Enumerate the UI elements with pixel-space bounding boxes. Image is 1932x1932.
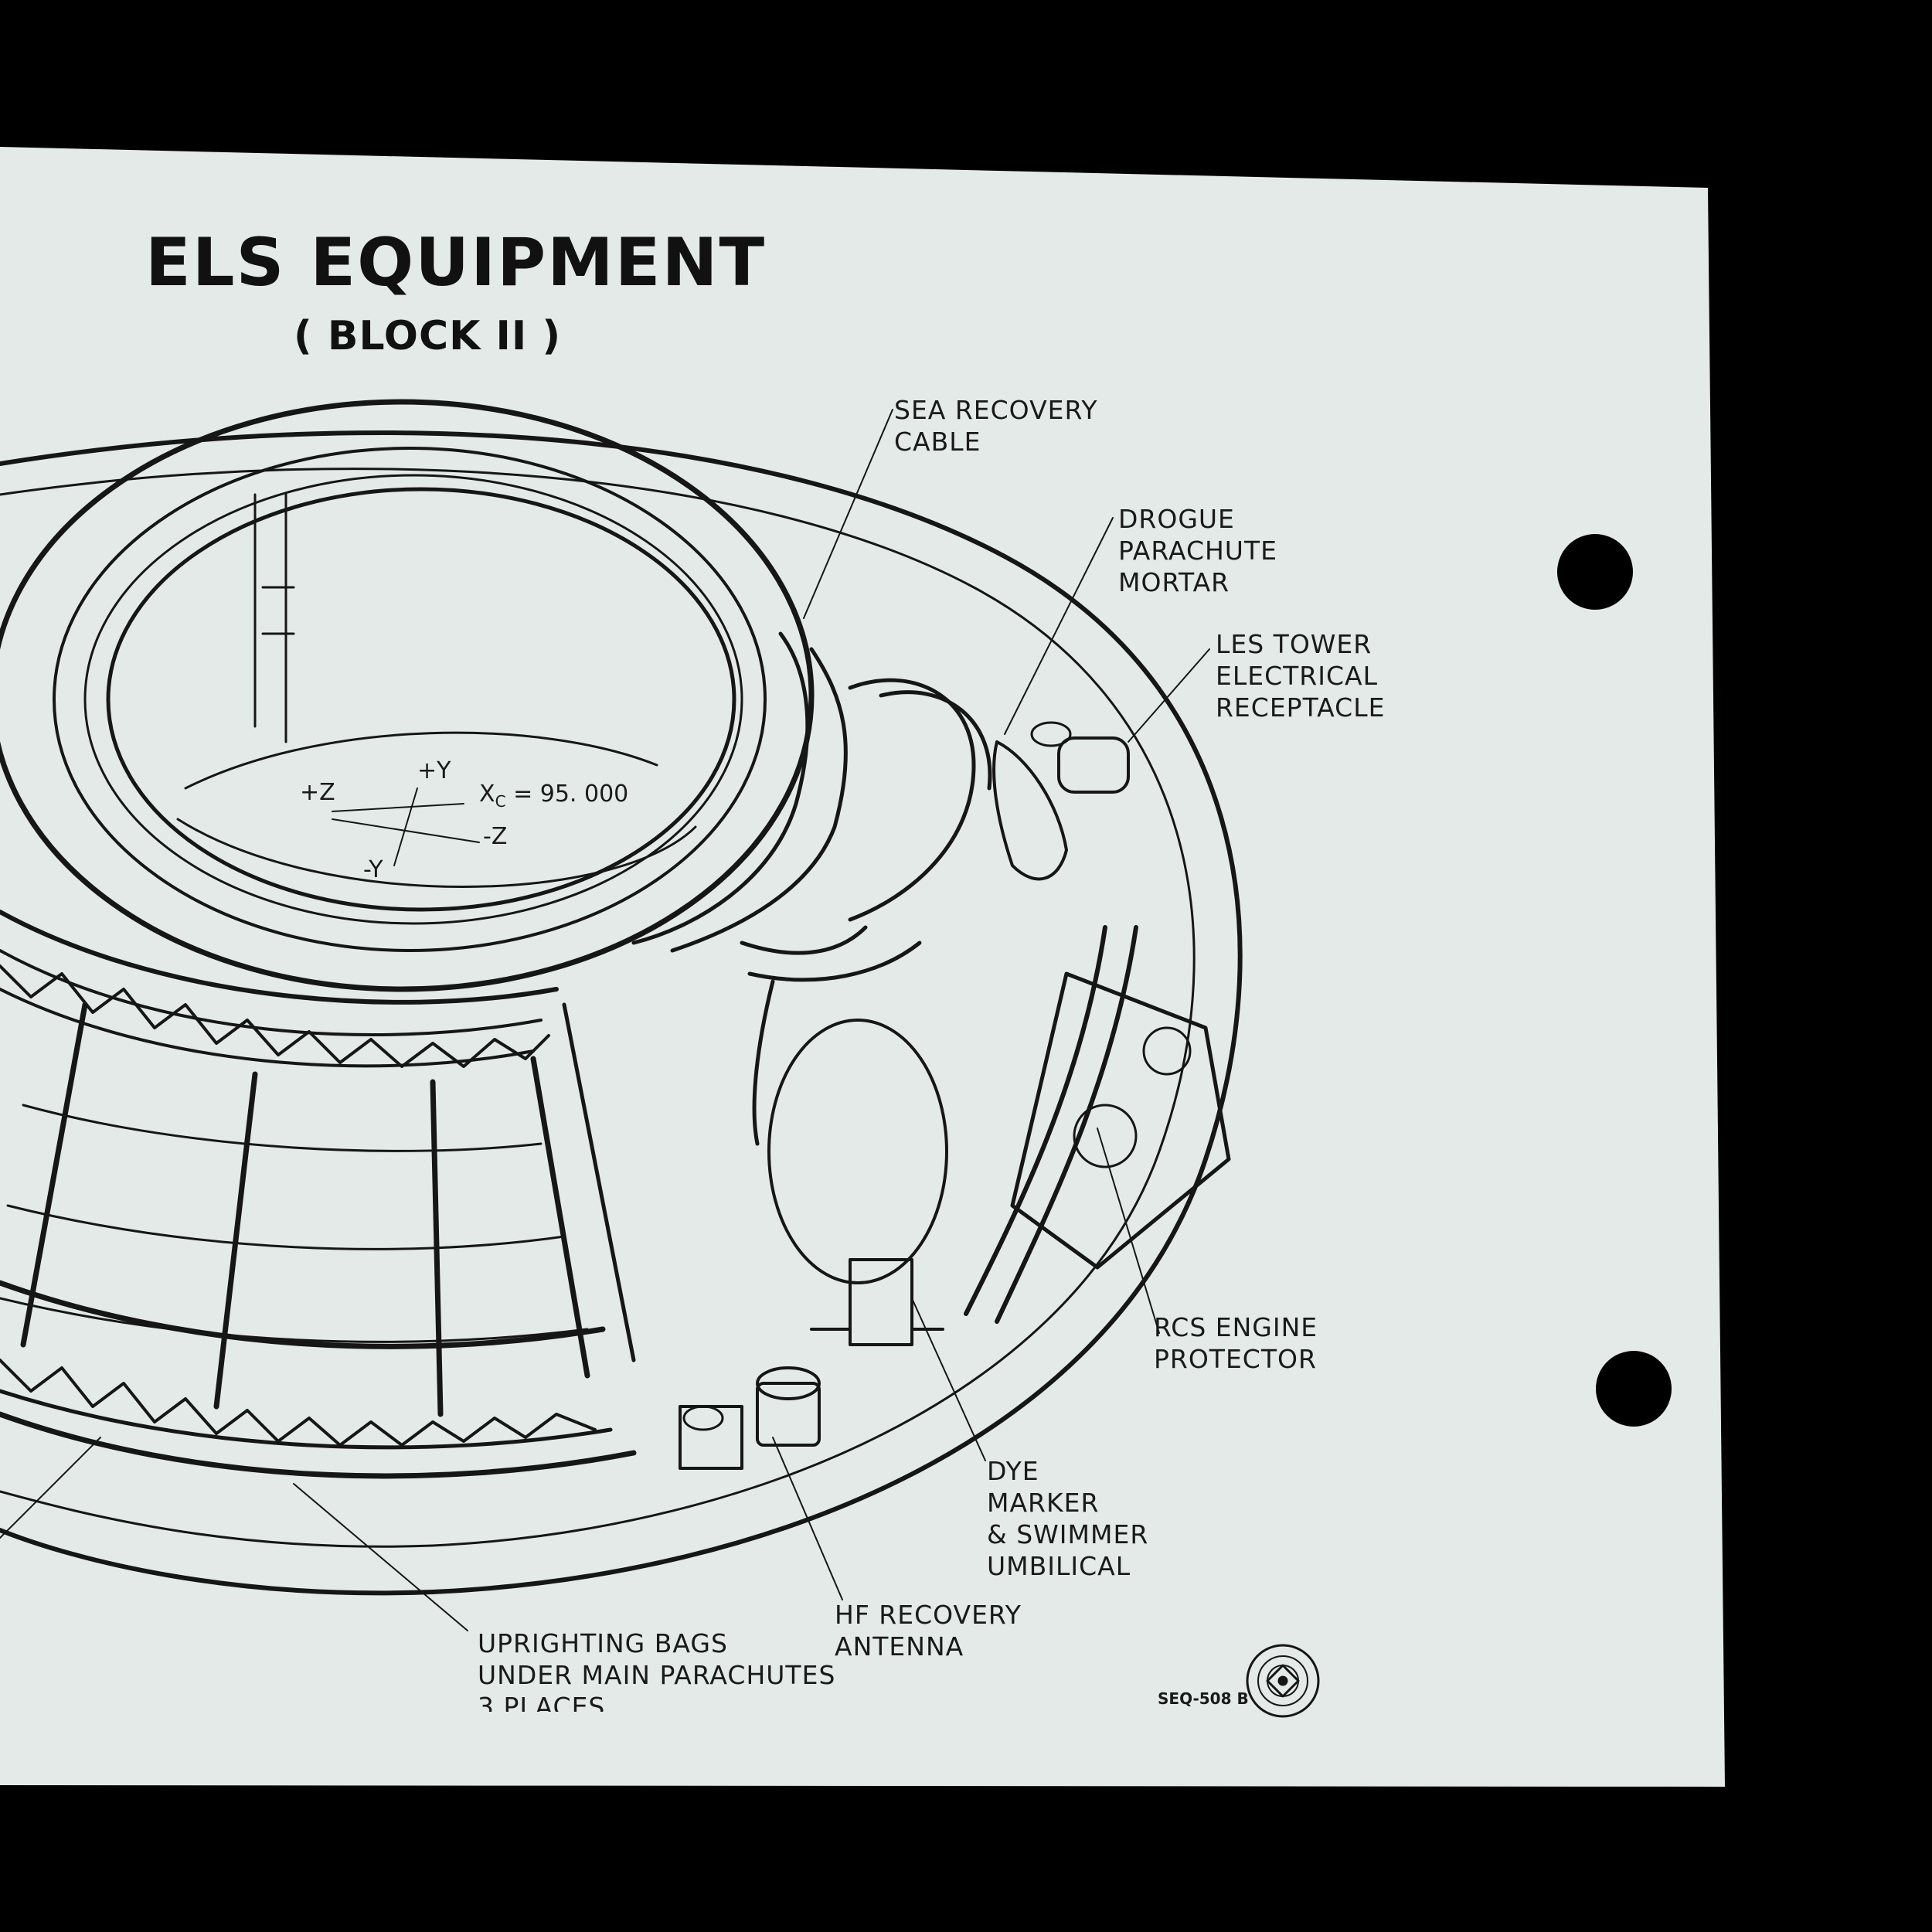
stringer-2	[213, 1071, 258, 1410]
dye-marker-housing	[849, 1258, 913, 1346]
forward-ring-lower-edge	[0, 910, 559, 1005]
compartment-frame-lower	[0, 1297, 589, 1343]
main-parachute-cables	[631, 631, 992, 1146]
axis-plus-y: +Y	[417, 757, 451, 784]
sea-recovery-fitting-top	[682, 1405, 724, 1431]
forward-band-lower	[0, 988, 535, 1068]
rcs-port-1	[1142, 1026, 1192, 1076]
rcs-protector-strut	[964, 925, 1107, 1316]
tunnel-floor-lower	[176, 818, 697, 888]
rcs-port-2	[1073, 1104, 1138, 1168]
stringer-5	[562, 1002, 636, 1362]
punch-hole-bottom	[1596, 1351, 1672, 1427]
page-subtitle: ( BLOCK II )	[294, 313, 562, 359]
callout-drogue-parachute-mortar: DROGUE PARACHUTE MORTAR	[1118, 504, 1277, 597]
paper-page	[0, 147, 1725, 1787]
compartment-frame-mid	[6, 1204, 566, 1250]
zigzag-upper-band	[0, 964, 550, 1068]
station-x: X	[479, 781, 495, 808]
axis-plus-z: +Z	[300, 779, 335, 806]
axis-minus-z: -Z	[483, 823, 508, 850]
leader-hf	[772, 1437, 843, 1600]
stringer-3	[430, 1079, 444, 1417]
les-tower-receptacle	[1057, 736, 1130, 794]
leader-drogue	[1004, 517, 1114, 735]
leader-lines	[0, 409, 1210, 1631]
callout-uprighting-bags: UPRIGHTING BAGS UNDER MAIN PARACHUTES 3 …	[478, 1628, 836, 1722]
tunnel-ring-3	[83, 474, 743, 925]
station-label: XC = 95. 000	[479, 781, 628, 811]
les-tower-receptacle-cap	[1030, 721, 1072, 747]
callout-hf-recovery-antenna: HF RECOVERY ANTENNA	[835, 1600, 1022, 1662]
rcs-protector-strut-2	[995, 925, 1138, 1324]
leader-les-tower	[1128, 648, 1210, 743]
callout-les-tower-receptacle: LES TOWER ELECTRICAL RECEPTACLE	[1216, 629, 1386, 723]
axis-lines	[332, 787, 480, 866]
callout-sea-recovery-cable: SEA RECOVERY CABLE	[894, 395, 1098, 457]
station-value: = 95. 000	[513, 781, 629, 808]
axis-minus-y: -Y	[363, 856, 383, 883]
upper-ring-outer	[0, 1280, 606, 1349]
station-sub: C	[495, 792, 506, 811]
forward-compartment-body	[0, 399, 1231, 1479]
stringer-1	[20, 1002, 88, 1348]
drogue-mortar-canister	[992, 740, 1068, 881]
logo-seal	[1246, 1644, 1320, 1718]
tunnel-ring-2	[53, 447, 767, 952]
leader-rcs	[1097, 1128, 1160, 1334]
document-code: SEQ-508 B	[1158, 1689, 1249, 1708]
tunnel-inner-ring	[106, 487, 736, 912]
heat-shield-outer-rim	[0, 430, 1243, 1596]
page-title: ELS EQUIPMENT	[145, 224, 767, 301]
rcs-engine-protector-plate	[1010, 971, 1231, 1270]
tunnel-wall-post	[253, 493, 295, 743]
leader-dye	[911, 1298, 986, 1461]
leader-uprighting-2	[0, 1437, 101, 1539]
tunnel-outer-ring	[0, 399, 815, 992]
lower-ring-band	[0, 1389, 613, 1450]
hf-antenna-top	[756, 1366, 821, 1400]
lower-ring-outer	[0, 1411, 637, 1479]
hf-antenna-base	[756, 1382, 821, 1447]
punch-hole-top	[1557, 534, 1633, 610]
heat-shield-inner-rim	[0, 468, 1196, 1548]
dye-marker-canister	[767, 1019, 948, 1284]
leader-uprighting	[293, 1483, 468, 1631]
leader-sea-recovery	[803, 409, 893, 619]
tunnel-floor-ellipse	[184, 731, 658, 790]
zigzag-lower-band	[0, 1359, 597, 1447]
compartment-frame-top	[22, 1104, 543, 1152]
stringer-4	[530, 1056, 590, 1379]
callout-dye-marker: DYE MARKER & SWIMMER UMBILICAL	[987, 1456, 1149, 1581]
callout-rcs-engine-protector: RCS ENGINE PROTECTOR	[1154, 1312, 1318, 1374]
